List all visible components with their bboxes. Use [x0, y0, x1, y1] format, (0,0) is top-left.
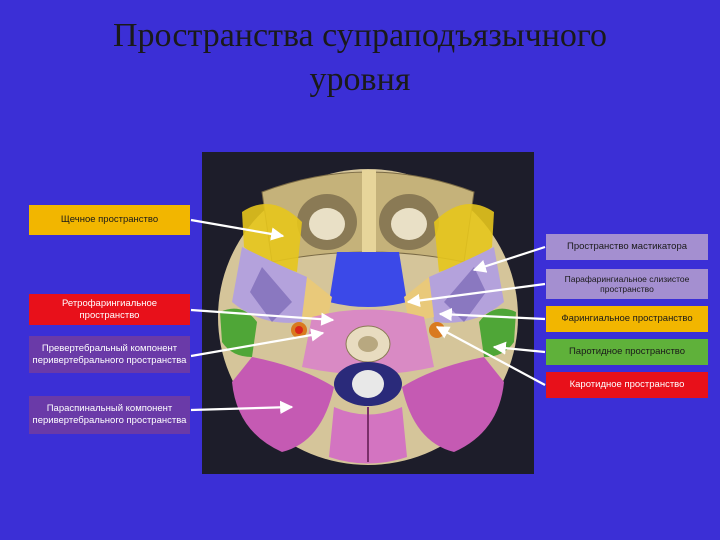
label-parapharyngeal-space-text: Парафарингиальное слизистое пространство — [564, 274, 690, 294]
label-parotid-space: Паротидное пространство — [546, 339, 708, 365]
label-prevertebral-component: Превертебральный компонент перивертебрал… — [29, 336, 190, 373]
label-parapharyngeal-space: Парафарингиальное слизистое пространство — [546, 269, 708, 299]
label-carotid-space-text: Каротидное пространство — [569, 379, 685, 390]
label-buccal-space-text: Щечное пространство — [60, 214, 159, 225]
label-paraspinal-component-text: Параспинальный компонент перивертебральн… — [32, 403, 187, 426]
label-masticator-space-text: Пространство мастикатора — [566, 241, 688, 252]
slide-title-line1: Пространства супраподъязычного — [112, 17, 608, 54]
label-pharyngeal-space: Фарингиальное пространство — [546, 306, 708, 332]
label-carotid-space: Каротидное пространство — [546, 372, 708, 398]
label-retropharyngeal-space-text: Ретрофарингиальное пространство — [61, 297, 158, 321]
label-parotid-space-text: Паротидное пространство — [568, 346, 686, 357]
label-paraspinal-component: Параспинальный компонент перивертебральн… — [29, 396, 190, 434]
label-masticator-space: Пространство мастикатора — [546, 234, 708, 260]
slide-title: Пространства супраподъязычного уровня — [0, 14, 720, 102]
label-retropharyngeal-space: Ретрофарингиальное пространство — [29, 294, 190, 325]
label-pharyngeal-space-text: Фарингиальное пространство — [561, 313, 693, 324]
anatomy-cross-section-image — [202, 152, 534, 474]
label-prevertebral-component-text: Превертебральный компонент перивертебрал… — [32, 342, 187, 366]
label-buccal-space: Щечное пространство — [29, 205, 190, 235]
slide-title-line2: уровня — [309, 61, 411, 98]
